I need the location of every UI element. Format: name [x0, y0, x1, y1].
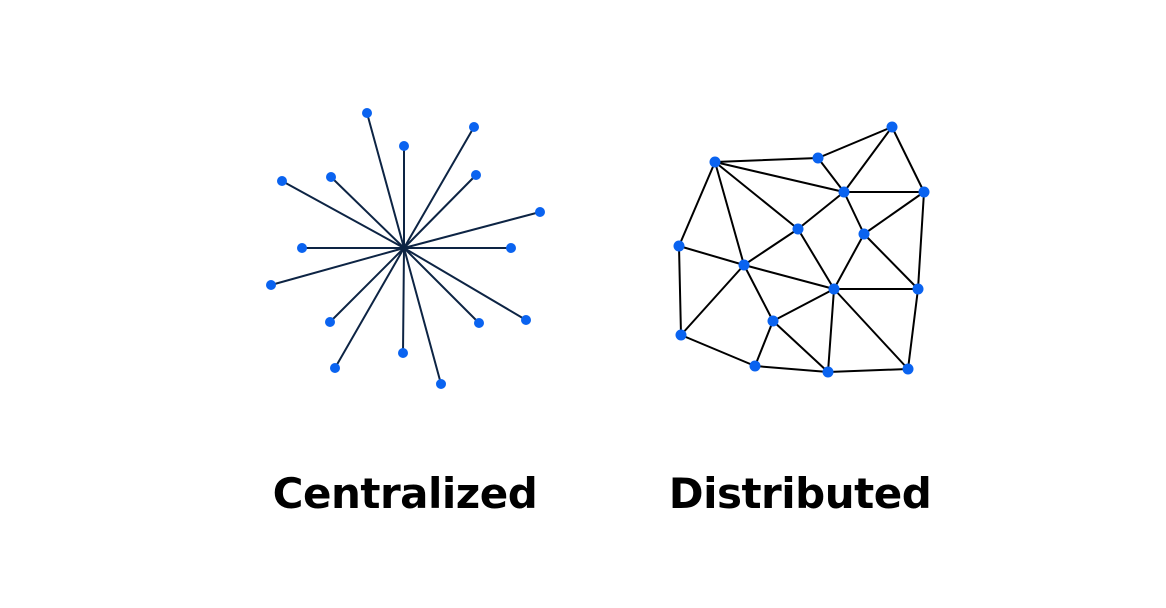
centralized-node — [330, 363, 340, 373]
distributed-edges — [678, 126, 925, 373]
distributed-edge — [743, 264, 774, 322]
distributed-node — [767, 315, 779, 327]
centralized-node — [398, 348, 408, 358]
distributed-edge — [863, 233, 919, 290]
distributed-node — [828, 283, 840, 295]
centralized-edge — [403, 247, 527, 321]
distributed-edge — [772, 288, 835, 322]
distributed-node — [902, 363, 914, 375]
centralized-edge — [403, 247, 480, 324]
centralized-node — [399, 141, 409, 151]
distributed-node — [675, 329, 687, 341]
distributed-edge — [797, 191, 845, 230]
centralized-edge — [403, 174, 477, 249]
centralized-edge — [403, 247, 442, 385]
centralized-edge — [330, 176, 405, 249]
centralized-node — [325, 317, 335, 327]
distributed-nodes — [673, 121, 930, 378]
distributed-edge — [714, 161, 845, 193]
distributed-network — [673, 121, 930, 378]
distributed-label: Distributed — [668, 469, 932, 518]
centralized-node — [297, 243, 307, 253]
distributed-edge — [817, 126, 893, 159]
distributed-edge — [714, 161, 745, 266]
distributed-edge — [917, 191, 925, 290]
distributed-edge — [843, 126, 893, 193]
distributed-edge — [797, 228, 835, 290]
distributed-edge — [772, 320, 829, 373]
distributed-node — [749, 360, 761, 372]
distributed-edge — [907, 288, 919, 370]
distributed-node — [822, 366, 834, 378]
distributed-edge — [817, 157, 845, 193]
distributed-node — [812, 152, 824, 164]
centralized-node — [474, 318, 484, 328]
distributed-node — [838, 186, 850, 198]
centralized-network — [266, 108, 545, 389]
distributed-node — [918, 186, 930, 198]
centralized-edge — [270, 247, 405, 286]
distributed-edge — [833, 233, 865, 290]
centralized-edge — [403, 211, 541, 249]
centralized-node — [471, 170, 481, 180]
distributed-node — [886, 121, 898, 133]
distributed-edge — [714, 157, 819, 163]
centralized-edge — [281, 180, 405, 249]
distributed-edge — [863, 191, 925, 235]
centralized-node — [535, 207, 545, 217]
distributed-edge — [743, 228, 799, 266]
distributed-node — [858, 228, 870, 240]
distributed-node — [792, 223, 804, 235]
centralized-node — [436, 379, 446, 389]
distributed-edge — [678, 161, 716, 247]
centralized-node — [362, 108, 372, 118]
distributed-edge — [827, 288, 835, 373]
centralized-node — [521, 315, 531, 325]
centralized-node — [506, 243, 516, 253]
centralized-label: Centralized — [272, 469, 538, 518]
distributed-edge — [678, 245, 745, 266]
centralized-edge — [329, 247, 405, 323]
distributed-edge — [754, 320, 774, 367]
centralized-node — [326, 172, 336, 182]
distributed-edge — [754, 365, 829, 373]
distributed-edge — [827, 368, 909, 373]
distributed-edge — [678, 245, 682, 336]
centralized-nodes — [266, 108, 545, 389]
centralized-edge — [403, 126, 475, 249]
distributed-edge — [680, 264, 745, 336]
distributed-edge — [843, 191, 865, 235]
centralized-edges — [270, 112, 541, 385]
centralized-node — [266, 280, 276, 290]
distributed-node — [673, 240, 685, 252]
centralized-node — [277, 176, 287, 186]
distributed-edge — [680, 334, 756, 367]
centralized-edge — [334, 247, 405, 369]
distributed-edge — [714, 161, 799, 230]
distributed-node — [709, 156, 721, 168]
distributed-edge — [743, 264, 835, 290]
centralized-node — [469, 122, 479, 132]
distributed-edge — [833, 288, 909, 370]
distributed-edge — [891, 126, 925, 193]
distributed-node — [912, 283, 924, 295]
centralized-edge — [366, 112, 405, 249]
centralized-edge — [402, 247, 405, 354]
distributed-node — [738, 259, 750, 271]
